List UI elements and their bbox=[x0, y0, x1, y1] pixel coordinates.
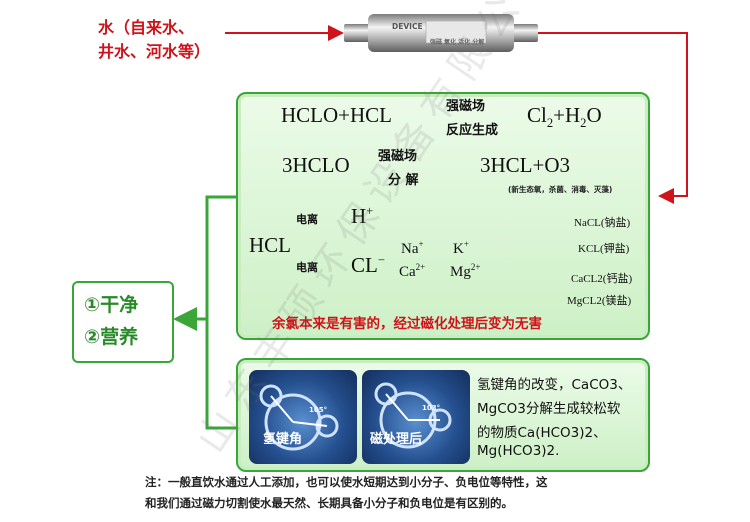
warning-text: 余氯本来是有害的，经过磁化处理后变为无害 bbox=[272, 316, 542, 332]
device-brand: DEVICE bbox=[392, 22, 423, 31]
angle-before: 105° bbox=[309, 406, 328, 414]
magnetizer-device: DEVICE 强磁 氧化 活化 分解 bbox=[344, 10, 538, 56]
molecule-before-icon bbox=[259, 384, 339, 451]
device-caption: 强磁 氧化 活化 分解 bbox=[430, 39, 485, 46]
bond-text-2: MgCO3分解生成较松软 bbox=[477, 401, 621, 417]
product-2: KCL(钾盐) bbox=[578, 243, 630, 255]
ionize-top-label: 电离 bbox=[296, 213, 318, 226]
source-line2: 井水、河水等） bbox=[98, 42, 211, 61]
product-3: CaCL2(钙盐) bbox=[571, 273, 633, 285]
k-ion: K+ bbox=[453, 239, 469, 257]
card1-label: 氢键角 bbox=[263, 432, 303, 447]
r1-left: HCLO+HCL bbox=[281, 103, 393, 127]
bond-card-before: 105° 氢键角 bbox=[249, 370, 357, 464]
r2-left: 3HCLO bbox=[282, 153, 350, 177]
product-1: NaCL(钠盐) bbox=[574, 217, 631, 229]
na-ion: Na+ bbox=[401, 239, 424, 257]
r1-top-label: 强磁场 bbox=[446, 99, 486, 114]
hcl-label: HCL bbox=[249, 233, 291, 257]
card2-label: 磁处理后 bbox=[370, 432, 423, 447]
footnote-line1: 注：一般直饮水通过人工添加，也可以使水短期达到小分子、负电位等特性，这 bbox=[145, 475, 548, 489]
reaction-panel bbox=[236, 92, 650, 340]
r2-right: 3HCL+O3 bbox=[480, 153, 571, 177]
h-ion: H+ bbox=[351, 204, 374, 228]
angle-after: 103° bbox=[422, 404, 441, 412]
flow-line-out bbox=[538, 32, 688, 204]
bond-text-4: Mg(HCO3)2. bbox=[477, 443, 560, 459]
result-clean: ①干净 bbox=[84, 294, 139, 316]
bond-text-1: 氢键角的改变，CaCO3、 bbox=[477, 377, 632, 393]
mg-ion: Mg2+ bbox=[450, 262, 481, 280]
bond-card-after: 103° 磁处理后 bbox=[362, 370, 470, 464]
r2-note: (新生态氧，杀菌、消毒、灭藻) bbox=[508, 185, 613, 194]
result-nutrition: ②营养 bbox=[84, 326, 139, 348]
ionize-bottom-label: 电离 bbox=[296, 261, 318, 274]
ca-ion: Ca2+ bbox=[399, 262, 426, 280]
molecule-after-icon bbox=[374, 382, 452, 449]
r1-bottom-label: 反应生成 bbox=[446, 123, 499, 138]
r2-bottom-label: 分 解 bbox=[388, 173, 419, 188]
cl-ion: CL− bbox=[351, 253, 385, 277]
r2-top-label: 强磁场 bbox=[378, 149, 418, 164]
result-box bbox=[72, 281, 174, 363]
footnote-line2: 和我们通过磁力切割使水最天然、长期具备小分子和负电位是有区别的。 bbox=[145, 496, 513, 510]
r1-right: Cl2+H2O bbox=[527, 103, 602, 131]
product-4: MgCL2(镁盐) bbox=[567, 295, 632, 307]
bond-text-3: 的物质Ca(HCO3)2、 bbox=[477, 425, 607, 441]
source-line1: 水（自来水、 bbox=[98, 18, 195, 37]
bracket-line bbox=[205, 195, 236, 430]
